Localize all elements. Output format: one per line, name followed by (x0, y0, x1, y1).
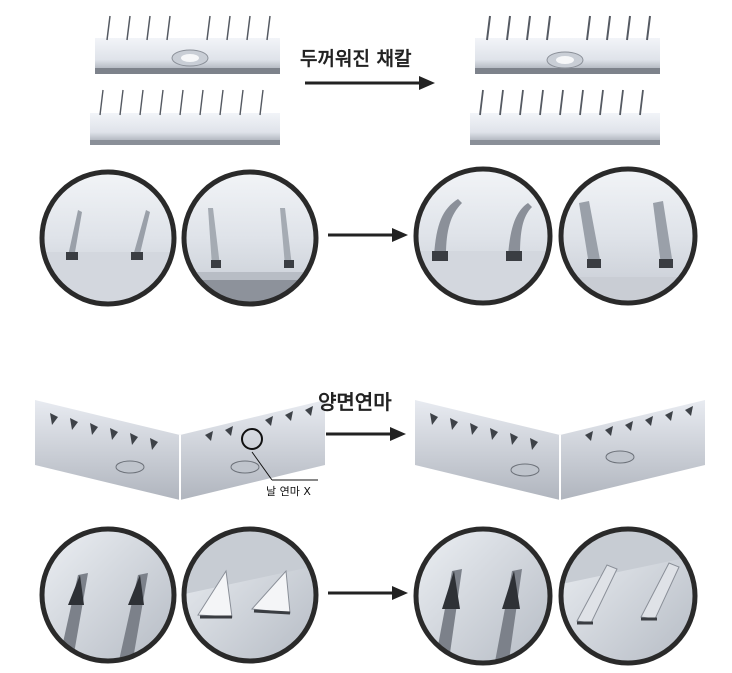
zoom-circle-before-2 (181, 169, 319, 307)
zoom-circle-after-4 (558, 526, 698, 666)
callout-circle-icon (251, 451, 318, 481)
blade-strip-before-bottom (90, 89, 280, 145)
v-blade-strip-before (35, 400, 325, 500)
blade-strip-after-bottom (470, 89, 660, 145)
thicker-blade-label: 두꺼워진 채칼 (300, 48, 412, 70)
v-blade-strip-after (415, 400, 705, 500)
blade-strip-before-top (95, 15, 280, 74)
blade-strip-after-top (475, 15, 660, 74)
zoom-circle-after-1 (413, 166, 553, 306)
no-grinding-label: 날 연마 X (266, 485, 311, 498)
right-arrow-icon (328, 228, 408, 242)
right-arrow-icon (328, 586, 408, 600)
zoom-circle-after-3 (413, 526, 553, 666)
right-arrow-icon (305, 76, 435, 90)
zoom-circle-after-2 (558, 166, 698, 306)
zoom-circle-before-1 (39, 169, 177, 307)
right-arrow-icon (326, 427, 406, 441)
zoom-circle-before-4 (181, 526, 319, 664)
double-grinding-label: 양면연마 (318, 390, 392, 414)
zoom-circle-before-3 (39, 526, 177, 664)
